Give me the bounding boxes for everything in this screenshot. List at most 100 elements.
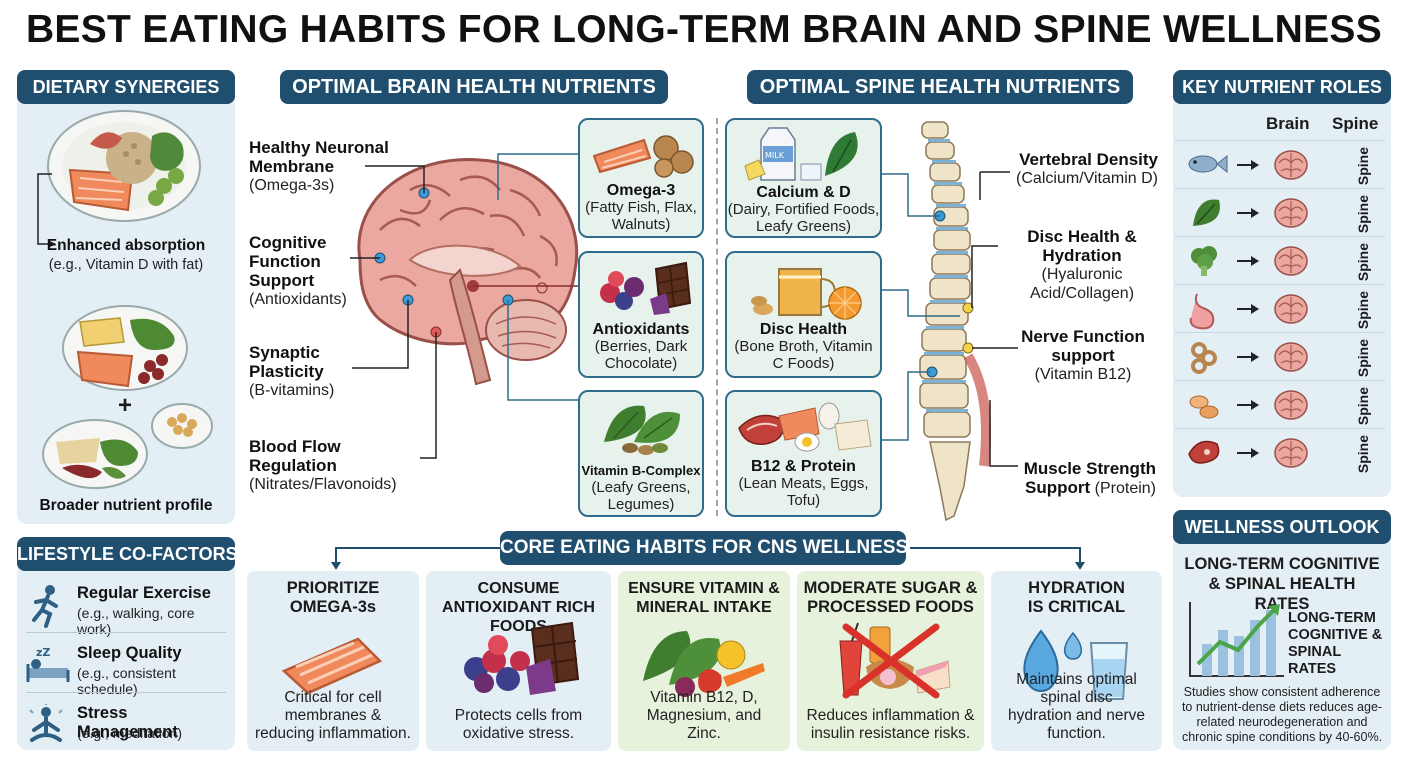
roles-col-brain: Brain [1266, 114, 1310, 133]
salmon-fillet-icon [281, 637, 383, 695]
lifestyle-sleep-title: Sleep Quality [77, 644, 182, 662]
spine-card-b12-sub: (Lean Meats, Eggs, Tofu) [738, 475, 869, 509]
leafy-greens-icon [604, 405, 680, 455]
brain-card-omega3-title: Omega-3 [606, 182, 676, 199]
spine-card-calcium-title: Calcium & D [756, 184, 851, 201]
spine-card-disc-text: Disc Health (Bone Broth, Vitamin C Foods… [727, 321, 880, 372]
berries-chocolate-icon [600, 261, 692, 315]
habit-sugar: MODERATE SUGAR & PROCESSED FOODS Reduces… [797, 571, 984, 751]
arrow-right-icon [1237, 448, 1259, 458]
vegetables-icon [643, 631, 765, 697]
key-roles-panel [1173, 70, 1391, 497]
roles-spine-label: Spine [1355, 147, 1371, 186]
brain-card-omega3: Omega-3 (Fatty Fish, Flax, Walnuts) [578, 118, 704, 238]
brain-card-vitaminb-sub: (Leafy Greens, Legumes) [591, 479, 691, 513]
brain-icon [1274, 150, 1308, 180]
roles-row: Spine [1175, 284, 1385, 330]
fish-icon [1188, 154, 1228, 174]
brain-label-bloodflow-title: Blood Flow Regulation [249, 437, 341, 475]
roles-spine-label: Spine [1355, 291, 1371, 330]
brain-card-omega3-text: Omega-3 (Fatty Fish, Flax, Walnuts) [580, 182, 702, 233]
berries-chocolate-large-icon [463, 621, 579, 695]
lifestyle-divider-2 [26, 692, 226, 693]
salmon-plate-illustration [62, 305, 188, 391]
arrow-right-icon [1237, 208, 1259, 218]
brain-icon [1274, 390, 1308, 420]
lifestyle-sleep-sub: (e.g., consistent schedule) [77, 665, 176, 697]
lifestyle-divider-1 [26, 632, 226, 633]
wellness-panel [1173, 510, 1391, 750]
brain-label-cognitive-sub: (Antioxidants) [249, 291, 347, 308]
roles-spine-label: Spine [1355, 195, 1371, 234]
brain-label-membrane-title: Healthy Neuronal Membrane [249, 138, 389, 176]
spine-nutrients-header: OPTIMAL SPINE HEALTH NUTRIENTS [747, 70, 1133, 104]
synergy-item-1-title: Enhanced absorption [46, 237, 206, 254]
roles-row: Spine [1175, 236, 1385, 282]
water-drop-glass-icon [1022, 629, 1128, 700]
lifestyle-exercise-sub: (e.g., walking, core work) [77, 605, 195, 637]
habit-hydration: HYDRATION IS CRITICAL Maintains optimal … [991, 571, 1162, 751]
wellness-trend-chart [1189, 602, 1284, 677]
brain-illustration [357, 157, 579, 386]
spine-card-b12-title: B12 & Protein [751, 458, 856, 475]
brain-label-synaptic-sub: (B-vitamins) [249, 382, 335, 399]
legume-icon [1189, 395, 1219, 419]
spine-card-disc-sub: (Bone Broth, Vitamin C Foods) [734, 338, 873, 372]
brain-icon [1274, 198, 1308, 228]
spine-label-nerve-sub: (Vitamin B12) [1034, 366, 1132, 383]
lifestyle-item-sleep: zZ Sleep Quality (e.g., consistent sched… [20, 640, 230, 698]
lifestyle-exercise-title: Regular Exercise [77, 584, 211, 602]
brain-icon [1274, 294, 1308, 324]
habit-sugar-title: MODERATE SUGAR & PROCESSED FOODS [803, 579, 978, 616]
roles-row: Spine [1175, 140, 1385, 186]
spine-label-muscle-title2: Support [1025, 478, 1091, 497]
synergy-item-1-sub: (e.g., Vitamin D with fat) [48, 257, 204, 273]
milk-carton-label: MILK [765, 151, 785, 160]
lifestyle-stress-title: Stress Management [77, 704, 178, 741]
habit-antioxidant-desc: Protects cells from oxidative stress. [454, 707, 583, 742]
lifestyle-item-stress: Stress Management (e.g., meditation) [20, 700, 230, 758]
habit-hydration-title: HYDRATION IS CRITICAL [1027, 579, 1126, 616]
spine-label-muscle-line2: Support (Protein) [1025, 478, 1156, 497]
dairy-greens-icon: MILK [744, 127, 858, 181]
page-title: BEST EATING HABITS FOR LONG-TERM BRAIN A… [25, 8, 1383, 51]
roles-row: Spine [1175, 188, 1385, 234]
chickpea-bowl-illustration [151, 403, 213, 449]
brain-icon [1274, 246, 1308, 276]
synergy-item-1: Enhanced absorption (e.g., Vitamin D wit… [20, 236, 232, 275]
roles-row: Spine [1175, 380, 1385, 426]
svg-text:zZ: zZ [36, 646, 50, 659]
habit-omega3-title: PRIORITIZE OMEGA-3s [286, 579, 380, 616]
spine-label-disc-sub: (Hyaluronic Acid/Collagen) [1029, 266, 1135, 302]
arrow-right-icon [1237, 400, 1259, 410]
roles-spine-label: Spine [1355, 435, 1371, 474]
brain-card-vitaminb: Vitamin B-Complex (Leafy Greens, Legumes… [578, 390, 704, 517]
spine-label-nerve-title: Nerve Function support [1021, 327, 1145, 365]
spine-illustration [919, 121, 991, 522]
balanced-plate-illustration [47, 110, 201, 222]
spine-label-muscle-title: Muscle Strength [1023, 459, 1156, 478]
roles-row: Spine [1175, 428, 1385, 474]
lifestyle-panel [17, 537, 235, 750]
wellness-body: Studies show consistent adherence to nut… [1181, 685, 1383, 744]
habit-sugar-desc: Reduces inflammation & insulin resistanc… [806, 707, 975, 742]
arrow-right-icon [1237, 256, 1259, 266]
spine-label-disc: Disc Health & Hydration (Hyaluronic Acid… [1014, 227, 1150, 303]
brain-card-omega3-sub: (Fatty Fish, Flax, Walnuts) [585, 199, 697, 233]
arrow-right-icon [1237, 160, 1259, 170]
brain-card-antioxidants: Antioxidants (Berries, Dark Chocolate) [578, 251, 704, 378]
brain-card-antioxidants-title: Antioxidants [592, 321, 690, 338]
spinach-icon [1193, 199, 1220, 226]
lifestyle-header: LIFESTYLE CO-FACTORS [17, 537, 238, 571]
habit-vitamin-desc: Vitamin B12, D, Magnesium, and Zinc. [646, 689, 762, 742]
brain-label-synaptic: Synaptic Plasticity (B-vitamins) [249, 343, 359, 400]
spine-label-vertebral-title: Vertebral Density [1019, 150, 1158, 169]
habit-omega3-desc: Critical for cell membranes & reducing i… [255, 689, 411, 742]
roles-spine-label: Spine [1355, 243, 1371, 282]
habit-antioxidant-title: CONSUME ANTIOXIDANT RICH FOODS [442, 580, 595, 635]
habit-hydration-desc: Maintains optimal spinal disc hydration … [1007, 671, 1145, 742]
synergy-item-2-title: Broader nutrient profile [39, 497, 213, 514]
brain-label-cognitive-title: Cognitive Function Support [249, 233, 327, 290]
brain-nutrients-header: OPTIMAL BRAIN HEALTH NUTRIENTS [280, 70, 668, 104]
brain-icon [1274, 342, 1308, 372]
